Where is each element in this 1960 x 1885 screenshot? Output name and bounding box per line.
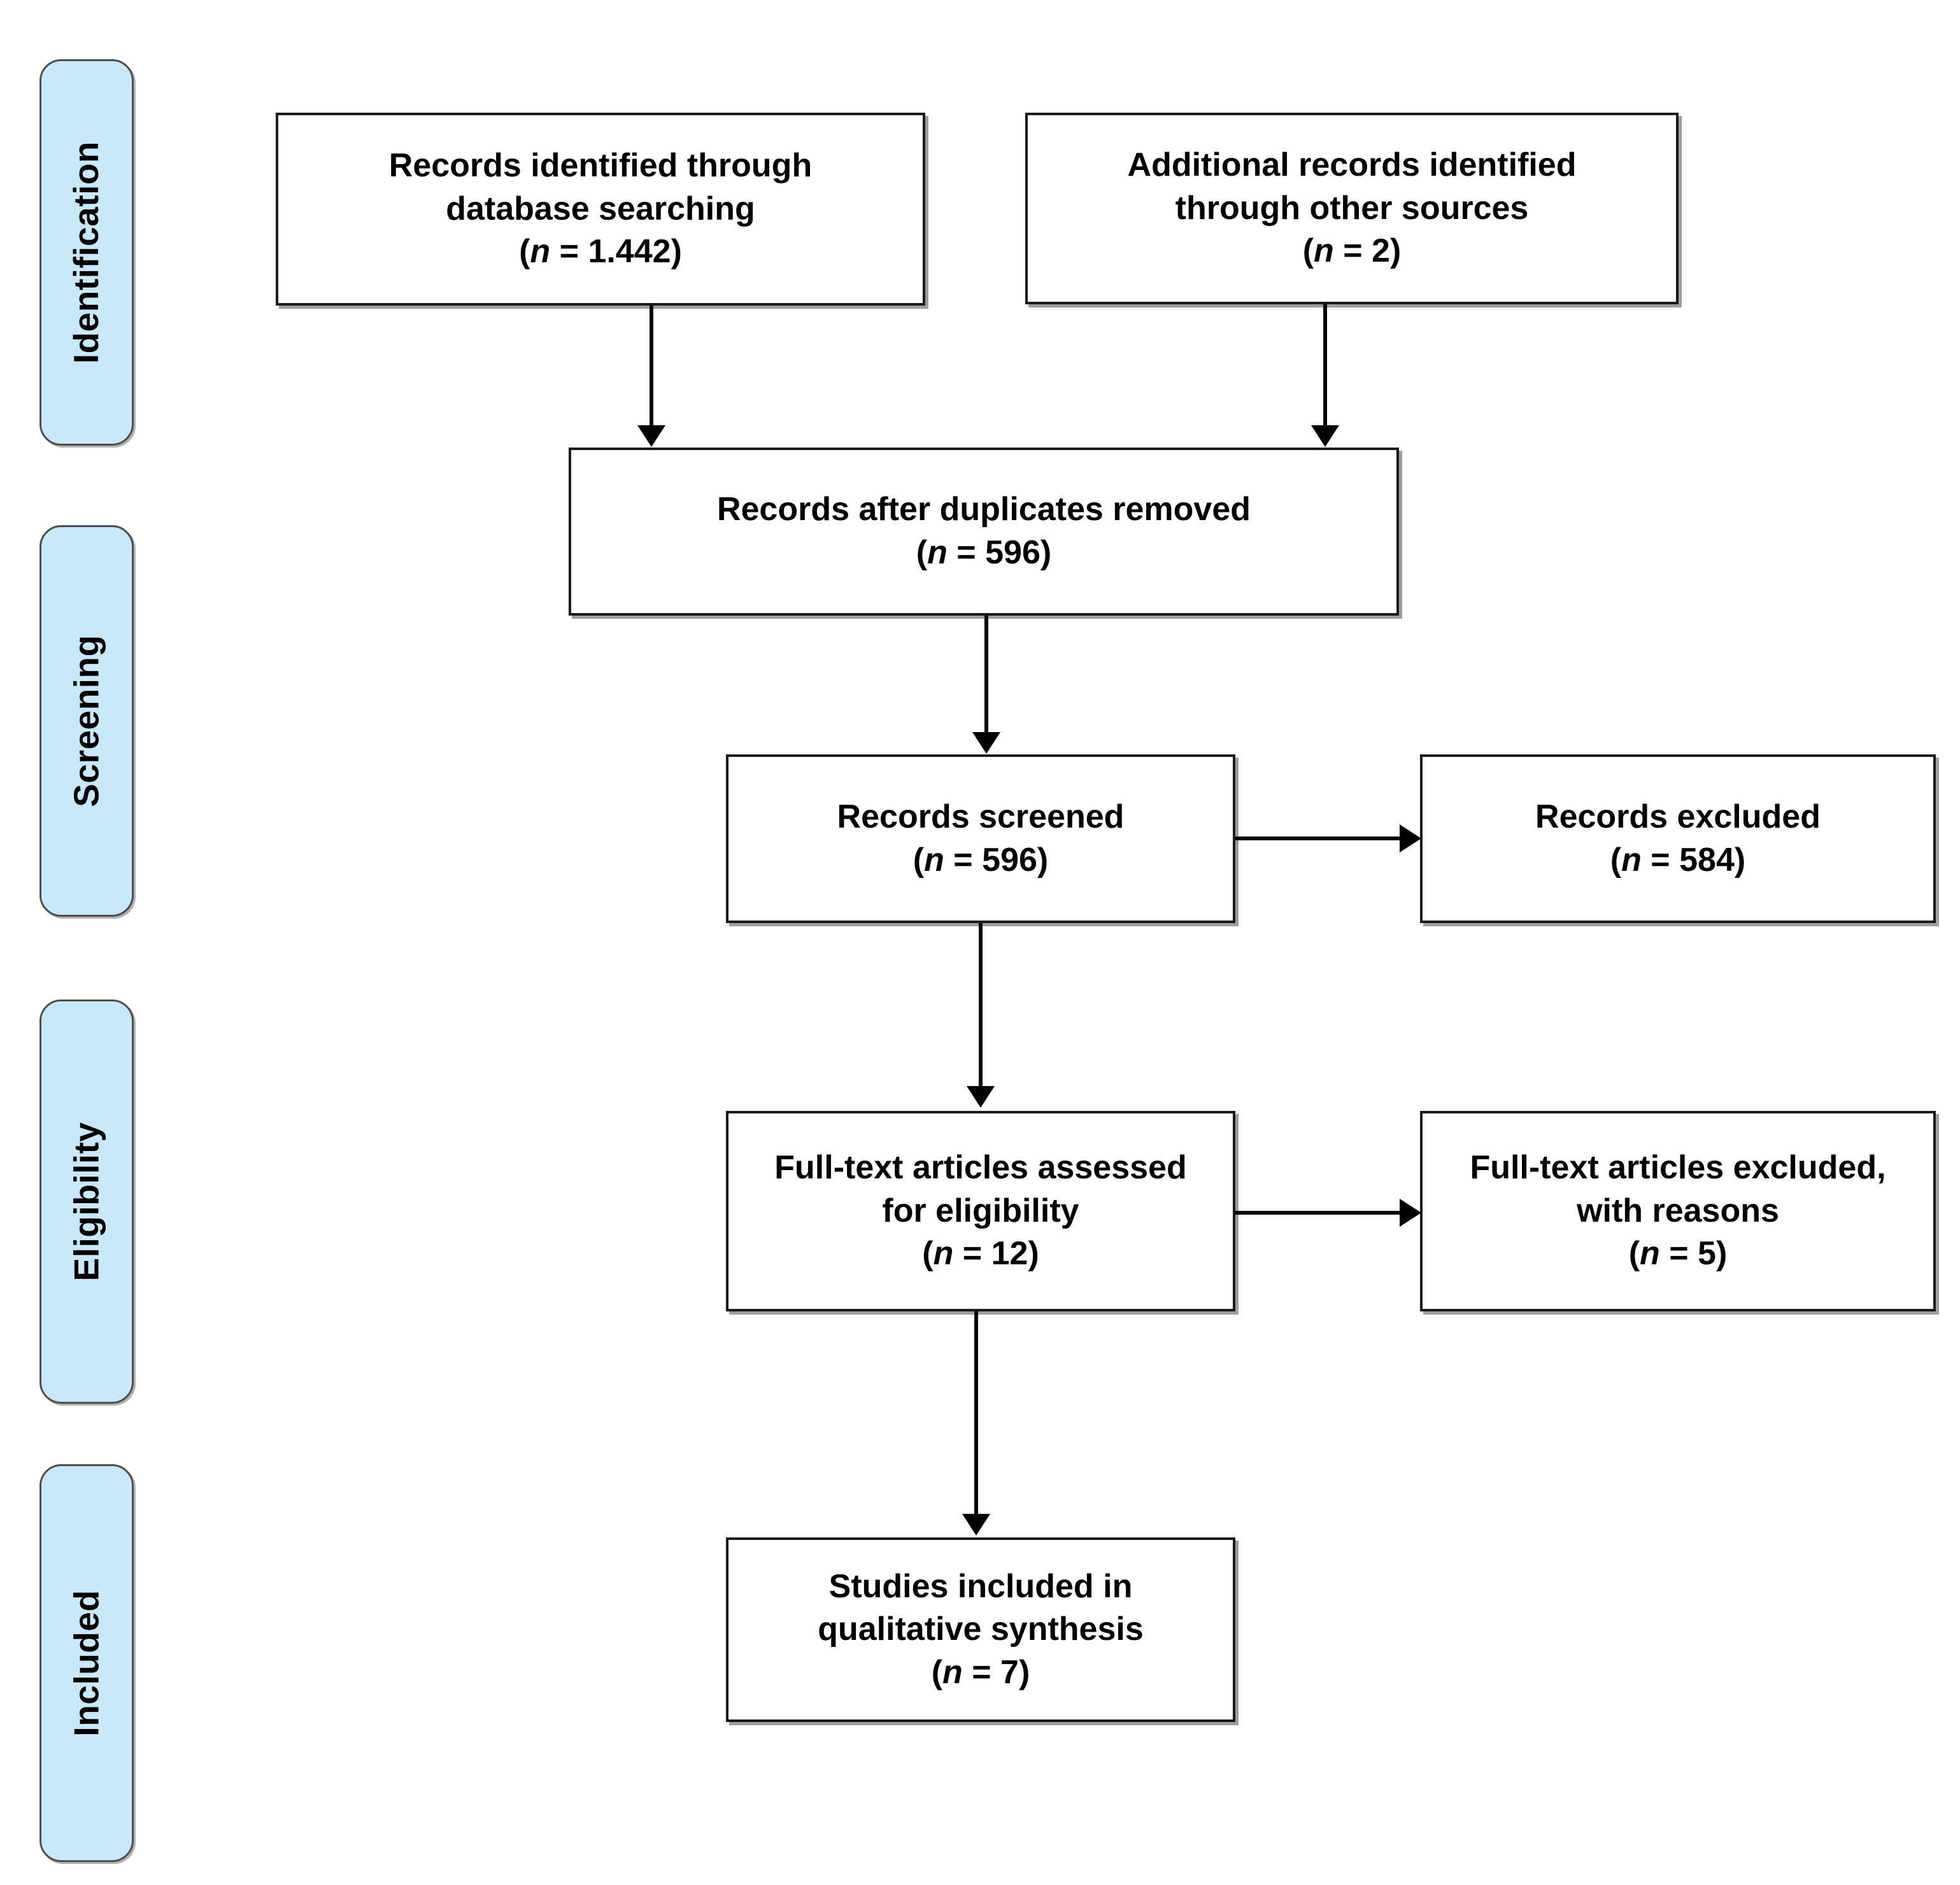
connector-fulltext-to-included [974, 1311, 978, 1515]
box-count: (n = 7) [931, 1653, 1030, 1691]
box-line-1: Studies included in [828, 1567, 1133, 1605]
box-line-2: database searching [446, 190, 755, 227]
box-line-1: Records identified through [388, 147, 813, 185]
box-line-1: Records screened [837, 798, 1125, 835]
box-count: (n = 596) [913, 841, 1049, 879]
box-records-screened: Records screened (n = 596) [726, 754, 1235, 923]
connector-fulltext-to-fulltext-excluded [1235, 1211, 1402, 1215]
stage-bar-eligibility: Eligibility [39, 999, 134, 1404]
arrowhead-database-to-duplicates [637, 425, 665, 447]
connector-database-to-duplicates [650, 306, 653, 427]
box-line-1: Full-text articles excluded, [1470, 1149, 1886, 1187]
stage-label-eligibility: Eligibility [66, 1122, 106, 1281]
box-fulltext-articles-excluded: Full-text articles excluded, with reason… [1420, 1111, 1936, 1311]
box-records-excluded: Records excluded (n = 584) [1420, 754, 1936, 923]
box-count: (n = 2) [1302, 232, 1402, 270]
box-line-1: Records excluded [1535, 798, 1821, 835]
box-count: (n = 1.442) [519, 233, 682, 271]
box-fulltext-articles-assessed: Full-text articles assessed for eligibil… [726, 1111, 1235, 1311]
box-studies-included: Studies included in qualitative synthesi… [726, 1537, 1235, 1722]
box-count: (n = 5) [1628, 1235, 1728, 1273]
box-line-1: Additional records identified [1127, 146, 1577, 184]
box-line-2: with reasons [1577, 1192, 1779, 1229]
arrowhead-screened-to-fulltext [967, 1086, 995, 1108]
connector-other-sources-to-duplicates [1323, 304, 1327, 427]
stage-bar-screening: Screening [39, 525, 134, 917]
arrowhead-duplicates-to-screened [972, 732, 1000, 754]
arrowhead-fulltext-to-included [962, 1514, 990, 1536]
box-line-2: qualitative synthesis [818, 1611, 1144, 1648]
arrowhead-screened-to-excluded [1400, 824, 1421, 852]
box-count: (n = 584) [1610, 841, 1746, 879]
box-line-2: through other sources [1175, 189, 1529, 227]
box-count: (n = 596) [916, 534, 1052, 571]
box-line-1: Full-text articles assessed [774, 1149, 1187, 1187]
connector-screened-to-excluded [1235, 837, 1402, 840]
stage-bar-included: Included [39, 1464, 134, 1862]
connector-screened-to-fulltext [979, 923, 983, 1087]
box-additional-records-other-sources: Additional records identified through ot… [1025, 113, 1679, 304]
arrowhead-fulltext-to-fulltext-excluded [1400, 1199, 1421, 1227]
stage-bar-identification: Identification [39, 59, 134, 446]
connector-duplicates-to-screened [984, 616, 988, 733]
stage-label-identification: Identification [66, 141, 106, 364]
box-line-2: for eligibility [882, 1192, 1079, 1229]
box-records-after-duplicates-removed: Records after duplicates removed (n = 59… [569, 448, 1399, 616]
box-line-1: Records after duplicates removed [716, 491, 1251, 528]
box-count: (n = 12) [922, 1235, 1039, 1273]
arrowhead-other-sources-to-duplicates [1311, 425, 1339, 447]
stage-label-screening: Screening [66, 635, 106, 807]
stage-label-included: Included [66, 1590, 106, 1737]
box-records-identified-database: Records identified through database sear… [276, 113, 925, 306]
